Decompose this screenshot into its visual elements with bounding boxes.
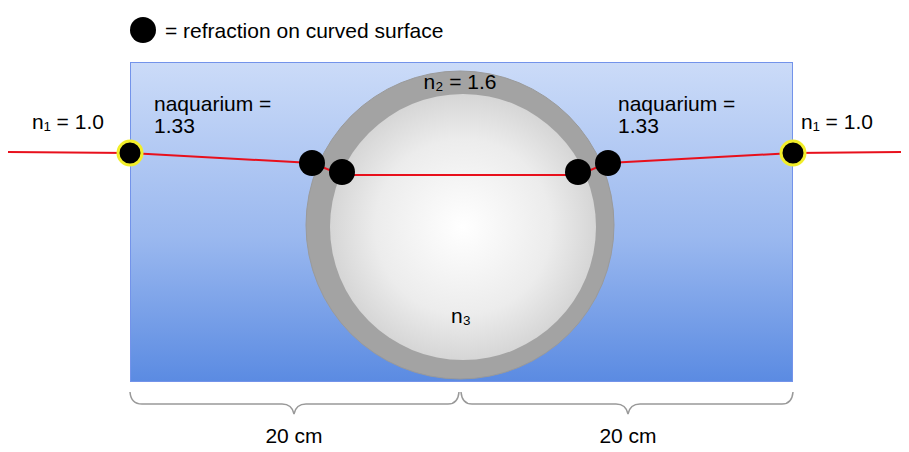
glass-sphere-shell: n₂ = 1.6 n₃ — [305, 70, 615, 380]
dimension-label: 20 cm — [599, 424, 656, 447]
refractive-index: naquarium = 1.33 — [154, 93, 286, 137]
refractive-index: n₃ — [329, 305, 593, 327]
sphere-core: n₃ — [329, 93, 597, 361]
refraction-dot — [299, 150, 621, 185]
refractive-index: n₂ = 1.6 — [305, 71, 615, 93]
refractive-index: n₁ = 1.0 — [801, 110, 873, 133]
aquarium-tank: naquarium = 1.33naquarium = 1.33n₂ = 1.6… — [130, 62, 793, 382]
legend-dot — [130, 17, 156, 43]
legend-text: = refraction on curved surface — [165, 19, 443, 42]
boundary-dot — [118, 141, 805, 165]
dimension-label: 20 cm — [265, 424, 322, 447]
light-ray — [8, 152, 901, 175]
refractive-index: naquarium = 1.33 — [618, 93, 750, 137]
dimension-brace — [130, 392, 793, 414]
refractive-index: n₁ = 1.0 — [32, 110, 104, 133]
